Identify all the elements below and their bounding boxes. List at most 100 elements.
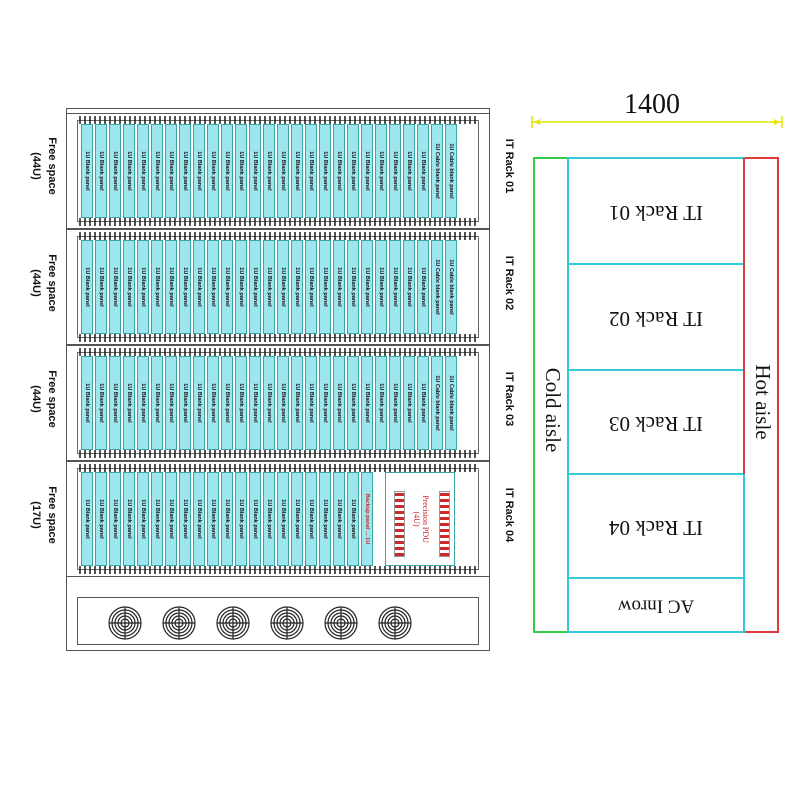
blank-panel: 1U Blank panel xyxy=(347,472,359,566)
blank-panel: 1U Blank panel xyxy=(417,124,429,218)
blank-panel: 1U Blank panel xyxy=(221,124,233,218)
blank-panel: 1U Blank panel xyxy=(277,124,289,218)
mounting-rail-top xyxy=(79,464,477,472)
blank-panel: 1U Blank panel xyxy=(375,356,387,450)
blank-panel: 1U Blank panel xyxy=(235,240,247,334)
blank-panel: 1U Blank panel xyxy=(207,240,219,334)
blank-panel: 1U Blank panel xyxy=(109,472,121,566)
panel-label: 1U Blank panel xyxy=(112,267,118,307)
blank-panel: 1U Blank panel xyxy=(123,240,135,334)
blank-panel: 1U Blank panel xyxy=(333,356,345,450)
panel-label: 1U Blank panel xyxy=(336,267,342,307)
panel-label: 1U Blank panel xyxy=(294,267,300,307)
blank-panel: 1U Blank panel xyxy=(417,240,429,334)
cable-blank-panel: 1U Cable blank panel xyxy=(445,124,457,218)
panel-label: 1U Blank panel xyxy=(308,267,314,307)
panel-label: 1U Blank panel xyxy=(252,267,258,307)
panel-label: 1U Blank panel xyxy=(140,151,146,191)
blank-panel: 1U Blank panel xyxy=(179,472,191,566)
blank-panel: 1U Blank panel xyxy=(319,472,331,566)
panel-label: 1U Blank panel xyxy=(406,383,412,423)
blank-panel: 1U Blank panel xyxy=(193,472,205,566)
panel-label: 1U Blank panel xyxy=(182,151,188,191)
fan-icon xyxy=(162,606,196,640)
blank-panel: 1U Blank panel xyxy=(361,240,373,334)
blank-panel: 1U Blank panel xyxy=(389,356,401,450)
blank-panel: 1U Blank panel xyxy=(95,356,107,450)
pdu-label: Precision PDU(4U) xyxy=(411,495,430,543)
free-space-label: Free space (44U) xyxy=(30,370,58,428)
blank-panel: 1U Blank panel xyxy=(333,240,345,334)
fan-icon xyxy=(108,606,142,640)
panel-label: 1U Blank panel xyxy=(196,499,202,539)
blank-panel: 1U Blank panel xyxy=(249,124,261,218)
blank-panel: 1U Blank panel xyxy=(179,240,191,334)
blank-panel: 1U Blank panel xyxy=(263,472,275,566)
panel-label: 1U Blank panel xyxy=(140,499,146,539)
panel-label: 1U Blank panel xyxy=(266,267,272,307)
blank-panel: 1U Blank panel xyxy=(193,356,205,450)
rack-name-label: IT Rack 04 xyxy=(503,487,515,543)
blank-panel: 1U Blank panel xyxy=(361,124,373,218)
rack-elevation-view: 1U Blank panel 1U Blank panel 1U Blank pan… xyxy=(66,108,490,651)
fan-tray xyxy=(77,597,479,645)
panel-label: 1U Blank panel xyxy=(112,383,118,423)
blank-panel: 1U Blank panel xyxy=(235,472,247,566)
panel-label: 1U Blank panel xyxy=(420,383,426,423)
dimension-label: 1400 xyxy=(624,89,680,120)
panel-label: 1U Blank panel xyxy=(350,151,356,191)
panel-label: 1U Blank panel xyxy=(308,383,314,423)
blank-panel: 1U Blank panel xyxy=(291,356,303,450)
panel-label: 1U Blank panel xyxy=(84,499,90,539)
blank-panel: 1U Blank panel xyxy=(221,240,233,334)
blank-panel: 1U Blank panel xyxy=(151,240,163,334)
fan-icon xyxy=(324,606,358,640)
cable-blank-panel: 1U Cable blank panel xyxy=(431,356,443,450)
blank-panel: 1U Blank panel xyxy=(137,124,149,218)
panel-label: 1U Blank panel xyxy=(238,499,244,539)
blank-panel: 1U Blank panel xyxy=(375,240,387,334)
cable-blank-panel: 1U Cable blank panel xyxy=(431,240,443,334)
panel-label: 1U Blank panel xyxy=(294,499,300,539)
blank-panel: 1U Blank panel xyxy=(151,356,163,450)
dimension-arrow-right xyxy=(774,119,780,125)
panel-label: 1U Blank panel xyxy=(182,383,188,423)
blank-panel: 1U Blank panel xyxy=(137,356,149,450)
free-space-label: Free space (44U) xyxy=(30,137,58,195)
blank-panel: 1U Blank panel xyxy=(403,124,415,218)
mounting-rail-top xyxy=(79,232,477,240)
blank-panel: 1U Blank panel xyxy=(207,356,219,450)
blank-panel: 1U Blank panel xyxy=(333,472,345,566)
mounting-rail-bottom xyxy=(79,218,477,226)
panel-label: 1U Blank panel xyxy=(126,151,132,191)
panel-label: 1U Blank panel xyxy=(140,267,146,307)
panel-label: 1U Blank panel xyxy=(224,151,230,191)
blank-panel: 1U Blank panel xyxy=(319,240,331,334)
blank-panel: 1U Blank panel xyxy=(109,240,121,334)
panel-label: 1U Blank panel xyxy=(210,151,216,191)
panel-label: 1U Blank panel xyxy=(252,499,258,539)
panel-label: 1U Blank panel xyxy=(210,383,216,423)
free-space-label: Free space (17U) xyxy=(30,486,58,544)
blank-panel: 1U Blank panel xyxy=(291,124,303,218)
panel-label: 1U Blank panel xyxy=(224,267,230,307)
precision-pdu: Precision PDU(4U) xyxy=(385,472,455,566)
free-space-label: Free space (44U) xyxy=(30,254,58,312)
cable-blank-panel: Backup panel ... 1U xyxy=(361,472,373,566)
panel-label: 1U Blank panel xyxy=(140,383,146,423)
blank-panel: 1U Blank panel xyxy=(165,472,177,566)
panel-label: 1U Blank panel xyxy=(238,267,244,307)
panel-label: 1U Blank panel xyxy=(112,151,118,191)
panel-label: 1U Blank panel xyxy=(252,151,258,191)
panel-label: 1U Blank panel xyxy=(392,383,398,423)
panel-label: 1U Blank panel xyxy=(420,151,426,191)
panel-label: Backup panel ... 1U xyxy=(364,493,370,545)
rack-3: 1U Blank panel 1U Blank panel 1U Blank pan… xyxy=(67,345,489,461)
panel-label: 1U Blank panel xyxy=(126,499,132,539)
blank-panel: 1U Blank panel xyxy=(165,240,177,334)
panel-label: 1U Blank panel xyxy=(280,499,286,539)
blank-panel: 1U Blank panel xyxy=(123,472,135,566)
blank-panel: 1U Blank panel xyxy=(235,124,247,218)
panel-label: 1U Blank panel xyxy=(350,267,356,307)
